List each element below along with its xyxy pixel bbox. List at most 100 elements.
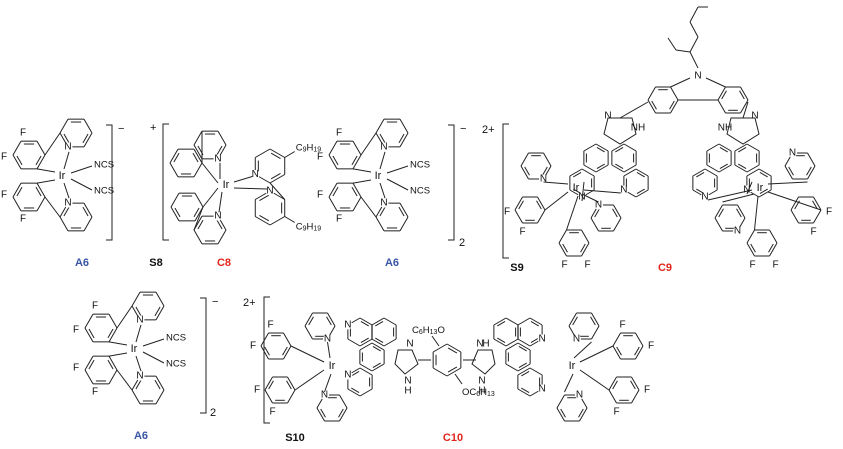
bond <box>543 181 569 185</box>
bond <box>583 143 597 152</box>
hydrogen-label: H <box>482 339 489 350</box>
carbazole-nitrogen-label: N <box>694 71 701 82</box>
bond <box>170 206 180 222</box>
ncs-ligand-label: NCS <box>410 186 430 197</box>
bond <box>446 343 462 353</box>
bond <box>573 172 582 178</box>
bond <box>675 49 691 53</box>
bond <box>287 389 296 404</box>
bond <box>812 200 818 210</box>
bond <box>398 133 405 144</box>
nitrogen-label: N <box>539 384 546 395</box>
bond <box>264 389 273 404</box>
ncs-ligand-label: NCS <box>166 359 186 370</box>
bond <box>612 345 621 360</box>
bond <box>371 342 385 351</box>
bond <box>611 164 625 173</box>
bond <box>740 99 749 114</box>
bond <box>706 164 720 173</box>
bond <box>754 195 759 231</box>
bond <box>155 375 165 391</box>
bond <box>566 195 579 231</box>
bond <box>560 408 566 418</box>
compound-label-s9: S9 <box>510 262 523 274</box>
bond <box>83 132 93 148</box>
nitrogen-label: N <box>476 339 483 350</box>
bond <box>338 408 344 418</box>
fluorine-label: F <box>749 259 755 270</box>
bond <box>518 362 527 368</box>
bond <box>70 178 93 191</box>
bond <box>696 172 705 178</box>
bond <box>537 196 546 211</box>
nitrogen-label: N <box>266 186 273 197</box>
bond <box>255 216 271 226</box>
bond <box>696 188 705 194</box>
bond <box>379 151 386 170</box>
iridium-label: Ir <box>131 343 138 355</box>
bond <box>287 376 296 391</box>
bond <box>505 317 519 326</box>
bond <box>170 192 180 208</box>
imidazole-ring <box>726 117 760 145</box>
bond <box>807 165 816 180</box>
nitrogen-label: N <box>404 376 411 387</box>
bond <box>216 219 223 230</box>
bond <box>739 90 745 100</box>
bond <box>529 367 543 376</box>
bond <box>63 206 70 217</box>
bond <box>581 242 590 257</box>
bond <box>332 155 339 166</box>
bond <box>591 325 600 340</box>
bond <box>108 369 118 385</box>
bond <box>202 187 219 208</box>
bond <box>88 328 95 339</box>
bond <box>721 90 727 100</box>
nitrogen-label: N <box>136 314 143 325</box>
bond <box>135 379 142 390</box>
bond <box>493 338 507 347</box>
bond <box>738 147 747 153</box>
bond <box>738 163 747 169</box>
label-mask <box>379 142 389 152</box>
alkoxy-chain-label: C6H13O <box>412 325 445 336</box>
bond <box>612 332 621 347</box>
bond <box>742 101 749 119</box>
bond <box>717 99 726 114</box>
bond <box>217 229 227 245</box>
bond <box>670 77 691 88</box>
ncs-ligand-label: NCS <box>94 186 114 197</box>
bond <box>383 338 397 347</box>
bond <box>689 6 699 23</box>
compound-label-a6: A6 <box>134 430 148 442</box>
bond <box>131 389 141 405</box>
bond <box>375 321 384 327</box>
bond <box>530 337 539 343</box>
bond <box>84 327 94 343</box>
bond <box>608 376 617 391</box>
compound-label-a6: A6 <box>75 257 89 269</box>
bracket-right <box>448 124 455 241</box>
nitrogen-label: N <box>743 185 750 196</box>
bond <box>806 166 812 176</box>
imidazole-ring <box>603 117 637 145</box>
bond <box>447 347 458 354</box>
bond <box>286 380 292 390</box>
bond <box>320 408 326 418</box>
bond <box>581 168 595 177</box>
bond <box>339 394 348 409</box>
bond <box>636 188 645 194</box>
bond <box>670 99 679 114</box>
bond <box>706 143 720 152</box>
bond <box>216 145 223 156</box>
iridium-label: Ir <box>569 360 576 372</box>
bond <box>714 204 723 219</box>
bond <box>63 182 70 199</box>
bond <box>339 407 348 422</box>
bond <box>169 148 179 164</box>
bond <box>264 346 270 356</box>
fluorine-label: F <box>250 341 256 352</box>
bond <box>360 337 369 343</box>
